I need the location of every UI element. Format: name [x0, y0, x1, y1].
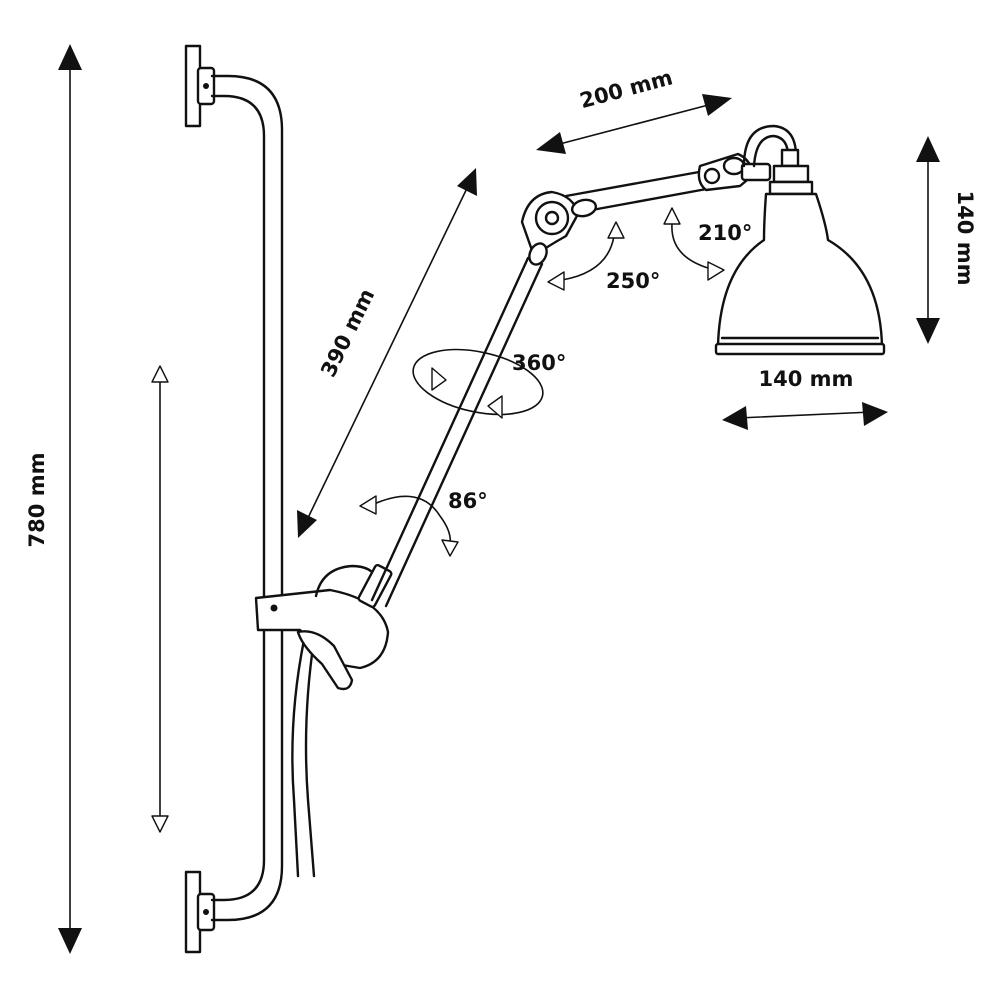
rotation-210: 210°	[663, 207, 752, 281]
rotation-250: 250°	[547, 221, 660, 293]
socket-top	[780, 148, 800, 168]
upper-arm-dim-arrow-left	[536, 132, 566, 154]
power-cable-left	[291, 638, 306, 878]
shade-connector	[740, 162, 772, 182]
clamp-range-arrow-bottom	[151, 815, 169, 833]
clamp-range-dimension	[151, 365, 169, 833]
shade-width-arrow-right	[862, 402, 888, 426]
upper-arm-label: 200 mm	[577, 65, 675, 113]
rotation-250-label: 250°	[606, 269, 660, 293]
lower-arm-dim-arrow-bottom	[297, 510, 317, 538]
upper-arm-dimension: 200 mm	[536, 65, 732, 154]
bottom-screw	[203, 909, 209, 915]
clamp-range-arrow-top	[151, 365, 169, 383]
lower-arm-cap	[528, 242, 548, 266]
rotation-86-label: 86°	[448, 489, 488, 513]
rotation-360-label: 360°	[512, 351, 566, 375]
shade-width-dimension: 140 mm	[722, 367, 888, 430]
total-height-arrow-top	[58, 44, 82, 70]
clamp-body	[254, 588, 390, 670]
upper-arm-dim-arrow-right	[702, 94, 732, 116]
lower-arm	[370, 256, 544, 608]
lower-arm-dim-arrow-top	[457, 168, 477, 196]
lower-arm-label: 390 mm	[316, 285, 379, 381]
rotation-250-arrow-left	[547, 271, 565, 291]
rotation-360-arrow-left	[431, 367, 447, 391]
rotation-86-arc	[373, 495, 452, 545]
clamp-knob	[296, 630, 354, 691]
total-height-dimension: 780 mm	[25, 44, 82, 954]
power-cable-right	[304, 638, 316, 878]
lower-arm-dim-line	[305, 181, 471, 523]
shade-height-dimension: 140 mm	[916, 136, 977, 344]
lamp-head	[697, 124, 886, 356]
shade-bail-inner	[752, 134, 790, 168]
rotation-360-ellipse	[412, 348, 544, 416]
rotation-210-arc	[671, 223, 709, 269]
upper-arm-dim-line	[551, 102, 717, 147]
rotation-210-label: 210°	[698, 221, 752, 245]
rotation-86: 86°	[359, 489, 488, 557]
total-height-label: 780 mm	[25, 453, 49, 548]
rotation-210-arrow-top	[663, 207, 681, 225]
shade-height-label: 140 mm	[953, 191, 977, 286]
top-screw	[203, 83, 209, 89]
rotation-250-arrow-top	[607, 221, 625, 239]
elbow-joint	[520, 190, 598, 266]
lower-arm-edge-right	[384, 262, 544, 608]
shade-width-arrow-left	[722, 406, 748, 430]
lower-arm-dimension: 390 mm	[297, 168, 477, 538]
rotation-210-arrow-right	[707, 261, 725, 281]
shade-width-dim-line	[737, 411, 873, 419]
shade-height-arrow-bottom	[916, 318, 940, 344]
rotation-360-arrow-right	[487, 395, 503, 419]
clamp-screw	[270, 604, 278, 612]
shade-joint-axle	[703, 167, 721, 185]
shade-bail-outer	[742, 124, 798, 168]
shade-body	[716, 192, 884, 348]
rotation-360: 360°	[412, 348, 566, 419]
elbow-nut	[570, 198, 598, 218]
rail-clamp	[254, 563, 393, 691]
shade-width-label: 140 mm	[759, 367, 854, 391]
wall-rail	[184, 44, 284, 954]
rotation-250-arc	[561, 235, 615, 281]
rail-outer-edge	[210, 74, 284, 922]
socket-collar	[772, 164, 810, 184]
shade-height-arrow-top	[916, 136, 940, 162]
rail-inner-edge	[210, 94, 266, 902]
elbow-axle	[544, 210, 560, 226]
upper-arm-edge-top	[564, 168, 712, 198]
lower-arm-edge-left	[370, 256, 530, 602]
total-height-arrow-bottom	[58, 928, 82, 954]
shade-rim	[714, 342, 886, 356]
rotation-86-arrow-left	[359, 495, 377, 515]
socket-base	[768, 180, 814, 196]
rotation-86-arrow-bottom	[441, 539, 459, 557]
